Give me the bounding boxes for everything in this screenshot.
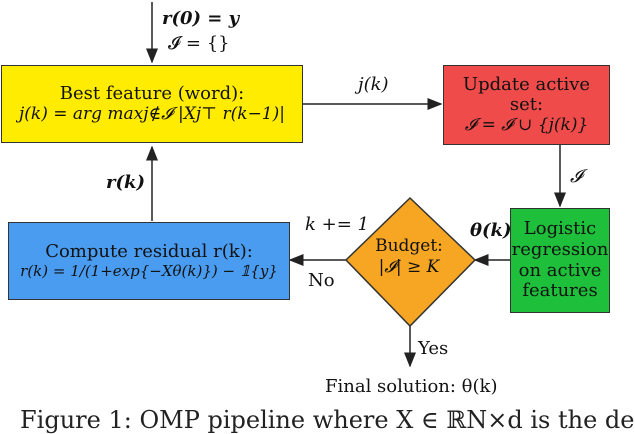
logistic-line3: on active <box>518 259 602 281</box>
arrows-layer <box>146 2 566 368</box>
edge-label-theta: θ(k) <box>470 220 512 241</box>
final-solution: Final solution: θ(k) <box>325 376 498 397</box>
logistic-line1: Logistic <box>523 218 597 240</box>
edge-label-I: 𝓘 <box>570 166 583 187</box>
budget-diamond <box>344 196 477 328</box>
edge-label-r: r(k) <box>106 172 145 193</box>
init-label-r0: r(0) = y <box>162 8 240 29</box>
budget-line2: |𝓘| ≥ K <box>378 257 440 278</box>
budget-line1: Budget: <box>375 236 443 256</box>
edge-label-no: No <box>308 270 335 291</box>
best-feature-formula: j(k) = arg maxj∉𝓘 |Xj⊤ r(k−1)| <box>18 103 285 124</box>
logistic-line4: features <box>522 280 598 302</box>
compute-residual-title: Compute residual r(k): <box>45 241 253 263</box>
budget-text: Budget: |𝓘| ≥ K <box>346 236 472 279</box>
logistic-box: Logistic regression on active features <box>510 208 610 313</box>
figure-caption: Figure 1: OMP pipeline where X ∈ ℝN×d is… <box>20 406 635 434</box>
best-feature-title: Best feature (word): <box>59 82 245 104</box>
edge-label-j: j(k) <box>358 74 389 95</box>
init-label-I: 𝓘 = {} <box>168 33 230 54</box>
update-active-box: Update active set: 𝓘 = 𝓘 ∪ {j(k)} <box>443 65 610 145</box>
update-active-title: Update active set: <box>462 73 591 116</box>
update-active-formula: 𝓘 = 𝓘 ∪ {j(k)} <box>464 114 589 135</box>
edge-label-k: k += 1 <box>305 214 369 235</box>
logistic-line2: regression <box>511 238 609 260</box>
compute-residual-formula: r(k) = 1/(1+exp{−Xθ(k)}) − 𝟙{y} <box>20 261 278 280</box>
compute-residual-box: Compute residual r(k): r(k) = 1/(1+exp{−… <box>8 222 290 300</box>
best-feature-box: Best feature (word): j(k) = arg maxj∉𝓘 |… <box>1 65 303 143</box>
edge-label-yes: Yes <box>418 338 449 359</box>
